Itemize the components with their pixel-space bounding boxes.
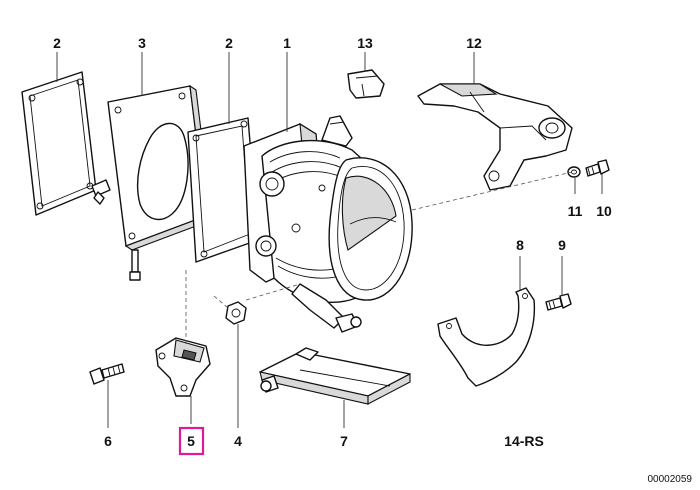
callout-12: 12: [466, 35, 482, 51]
callout-10: 10: [596, 203, 612, 219]
callout-6: 6: [104, 433, 112, 449]
callout-7: 7: [340, 433, 348, 449]
callout-4: 4: [234, 433, 242, 449]
callout-3: 3: [138, 35, 146, 51]
callout-13: 13: [357, 35, 373, 51]
nut: [225, 301, 247, 325]
callout-5: 5: [187, 433, 195, 449]
intermediate-flange: [91, 84, 214, 281]
callout-8: 8: [516, 237, 524, 253]
screw-left: [89, 363, 125, 385]
washer: [567, 166, 581, 178]
throttle-position-sensor: [155, 337, 211, 397]
leader-lines: [56, 52, 603, 428]
drawing-reference: 00002059: [648, 474, 693, 485]
group-label: 14-RS: [504, 433, 544, 449]
gasket-left: [21, 71, 97, 216]
tray-with-nipple: [259, 347, 411, 405]
heat-shield: [437, 287, 536, 387]
highlight-box: [178, 426, 205, 456]
callout-11: 11: [568, 203, 583, 219]
throttle-housing: [243, 115, 413, 333]
callout-9: 9: [558, 237, 566, 253]
alignment-lines: [185, 171, 573, 344]
callout-2-right: 2: [225, 35, 233, 51]
callout-2-left: 2: [53, 35, 61, 51]
clip: [347, 69, 385, 99]
bracket: [417, 83, 573, 191]
callout-numbers: 1 2 2 3 4 5 6 7 8 9 10 11 12 13 14-RS: [53, 35, 612, 449]
bolt-mid-right: [545, 293, 572, 311]
bolt-upper-right: [585, 159, 610, 177]
callout-1: 1: [283, 35, 291, 51]
